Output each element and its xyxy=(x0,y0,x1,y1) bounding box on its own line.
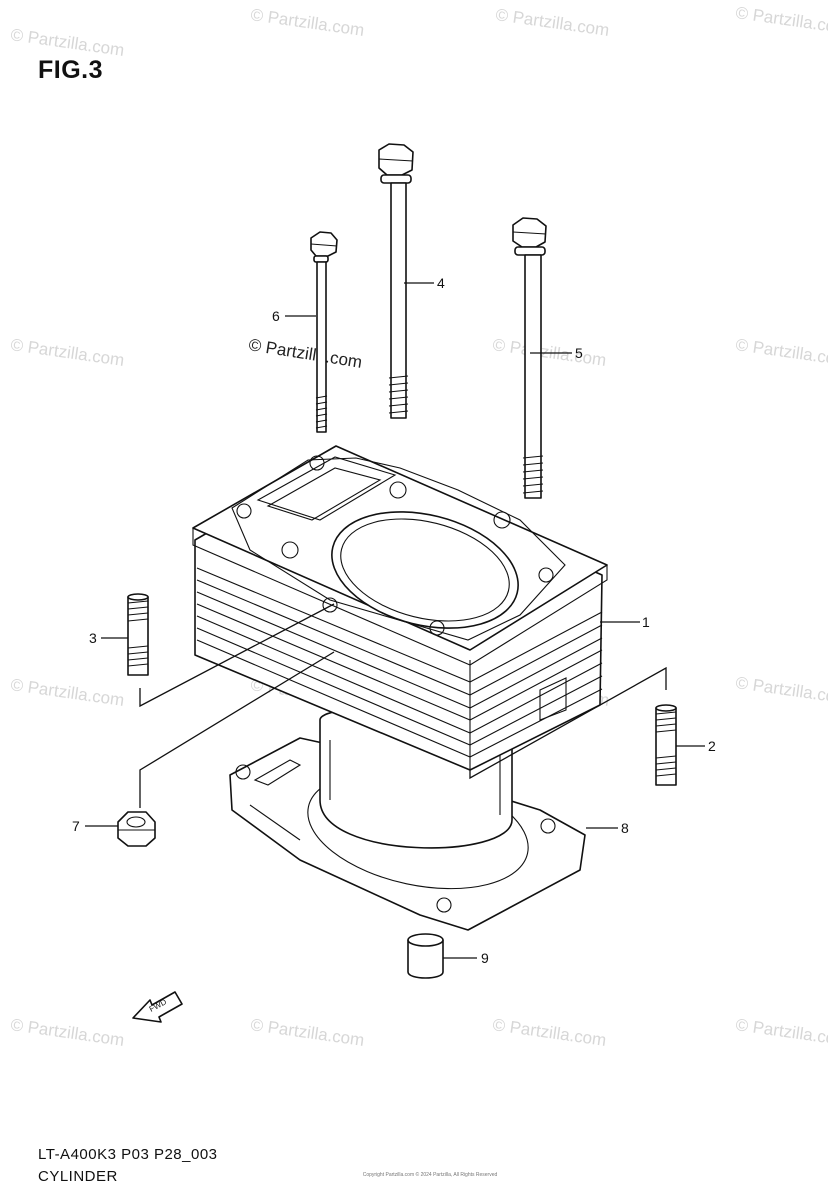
part-stud-right[interactable] xyxy=(655,704,677,786)
part-stud-left[interactable] xyxy=(127,593,149,676)
watermark-center: © Partzilla.com xyxy=(247,335,363,372)
callout-2[interactable]: 2 xyxy=(708,738,716,754)
watermark: © Partzilla.com xyxy=(734,1015,828,1050)
cooling-fins xyxy=(196,567,603,770)
watermark: © Partzilla.com xyxy=(734,673,828,708)
callout-6[interactable]: 6 xyxy=(272,308,280,324)
watermark: © Partzilla.com xyxy=(249,1015,365,1050)
part-short-bolt[interactable] xyxy=(310,231,338,433)
callout-9[interactable]: 9 xyxy=(481,950,489,966)
callout-5[interactable]: 5 xyxy=(575,345,583,361)
callout-3[interactable]: 3 xyxy=(89,630,97,646)
watermark: © Partzilla.com xyxy=(734,3,828,38)
figure-title: FIG.3 xyxy=(38,56,104,84)
copyright-notice: Copyright Partzilla.com © 2024 Partzilla… xyxy=(362,1172,498,1178)
part-nut[interactable] xyxy=(117,811,156,847)
watermark: © Partzilla.com xyxy=(9,675,125,710)
part-cylinder[interactable] xyxy=(192,445,608,849)
part-bolt-right[interactable] xyxy=(512,217,547,499)
watermark: © Partzilla.com xyxy=(9,1015,125,1050)
figure-name: CYLINDER xyxy=(38,1168,118,1185)
watermark: © Partzilla.com xyxy=(9,335,125,370)
fwd-arrow-icon: FWD xyxy=(132,991,183,1023)
callout-4[interactable]: 4 xyxy=(437,275,445,291)
leader-lines xyxy=(85,282,705,959)
figure-code: LT-A400K3 P03 P28_003 xyxy=(38,1146,218,1163)
callout-labels: 1 2 3 4 5 6 7 8 9 xyxy=(72,275,716,966)
part-dowel-pin[interactable] xyxy=(407,933,444,979)
watermark: © Partzilla.com xyxy=(734,335,828,370)
callout-7[interactable]: 7 xyxy=(72,818,80,834)
watermark: © Partzilla.com xyxy=(9,25,125,60)
watermark: © Partzilla.com xyxy=(249,5,365,40)
watermark: © Partzilla.com xyxy=(494,5,610,40)
watermark: © Partzilla.com xyxy=(491,1015,607,1050)
callout-1[interactable]: 1 xyxy=(642,614,650,630)
part-long-bolt[interactable] xyxy=(378,143,414,419)
callout-8[interactable]: 8 xyxy=(621,820,629,836)
